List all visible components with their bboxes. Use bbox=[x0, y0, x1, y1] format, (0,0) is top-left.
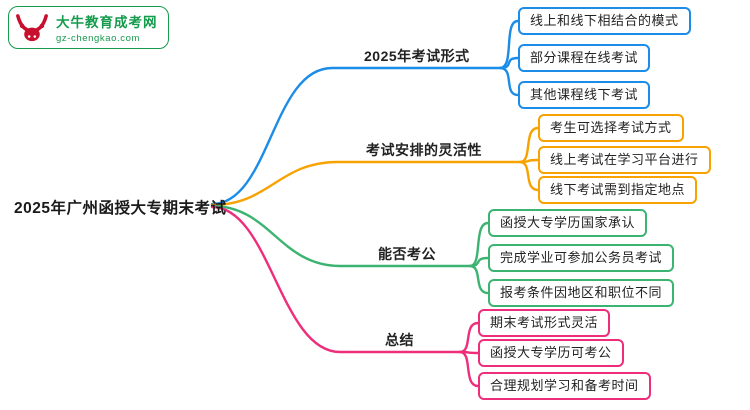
branch-topic-civil-service: 能否考公 bbox=[378, 246, 436, 262]
leaf-node: 考生可选择考试方式 bbox=[538, 114, 684, 142]
leaf-node: 线上考试在学习平台进行 bbox=[538, 146, 711, 174]
branch-3-child-0-curve bbox=[458, 321, 480, 354]
branch-1-trunk-curve bbox=[210, 160, 522, 207]
leaf-node: 线上和线下相结合的模式 bbox=[518, 7, 691, 35]
leaf-node: 完成学业可参加公务员考试 bbox=[488, 244, 675, 272]
branch-3-trunk-curve bbox=[210, 205, 462, 354]
branch-3-child-2-curve bbox=[458, 350, 480, 388]
branch-topic-flexibility: 考试安排的灵活性 bbox=[366, 142, 482, 158]
leaf-node: 函授大专学历可考公 bbox=[478, 339, 624, 367]
logo-title: 大牛教育成考网 bbox=[56, 15, 158, 30]
leaf-node: 其他课程线下考试 bbox=[518, 81, 651, 109]
bull-logo-icon bbox=[15, 13, 49, 43]
branch-0-connector-group bbox=[210, 19, 520, 206]
branch-2-child-1-curve bbox=[468, 256, 490, 268]
branch-0-trunk-curve bbox=[210, 66, 502, 206]
leaf-node: 期末考试形式灵活 bbox=[478, 309, 611, 337]
branch-3-connector-group bbox=[210, 205, 480, 388]
root-topic: 2025年广州函授大专期末考试 bbox=[14, 200, 227, 217]
branch-1-connector-group bbox=[210, 126, 540, 207]
branch-0-child-2-curve bbox=[498, 66, 520, 97]
leaf-node: 报考条件因地区和职位不同 bbox=[488, 279, 675, 307]
branch-2-child-2-curve bbox=[468, 264, 490, 295]
site-logo[interactable]: 大牛教育成考网 gz-chengkao.com bbox=[8, 6, 169, 49]
branch-2-trunk-curve bbox=[210, 204, 472, 268]
logo-subtitle: gz-chengkao.com bbox=[56, 33, 140, 44]
branch-1-child-2-curve bbox=[518, 160, 540, 192]
leaf-node: 合理规划学习和备考时间 bbox=[478, 372, 651, 400]
logo-text-block: 大牛教育成考网 gz-chengkao.com bbox=[56, 11, 158, 44]
leaf-node: 线下考试需到指定地点 bbox=[538, 176, 698, 204]
branch-topic-exam-format: 2025年考试形式 bbox=[364, 48, 470, 64]
branch-2-connector-group bbox=[210, 204, 490, 295]
branch-1-child-0-curve bbox=[518, 126, 540, 164]
leaf-node: 函授大专学历国家承认 bbox=[488, 209, 648, 237]
branch-topic-summary: 总结 bbox=[385, 332, 414, 348]
leaf-node: 部分课程在线考试 bbox=[518, 44, 651, 72]
